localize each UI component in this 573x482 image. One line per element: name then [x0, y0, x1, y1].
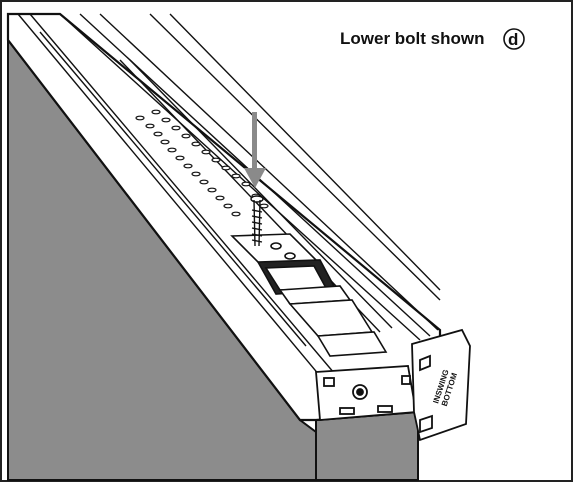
caption-lower-bolt-shown: Lower bolt shown: [340, 29, 485, 48]
step-letter: d: [508, 30, 518, 49]
bolt-housing: [230, 233, 388, 357]
down-arrow-icon: [244, 112, 266, 188]
rail-slot-holes: [135, 109, 269, 217]
door-stile: [315, 410, 419, 481]
circled-letter-icon: [503, 28, 525, 50]
end-cap: [315, 365, 418, 421]
end-cap-side-plate: [411, 328, 471, 442]
rail-grooves: [17, 13, 441, 389]
screw-icon: [250, 195, 264, 247]
